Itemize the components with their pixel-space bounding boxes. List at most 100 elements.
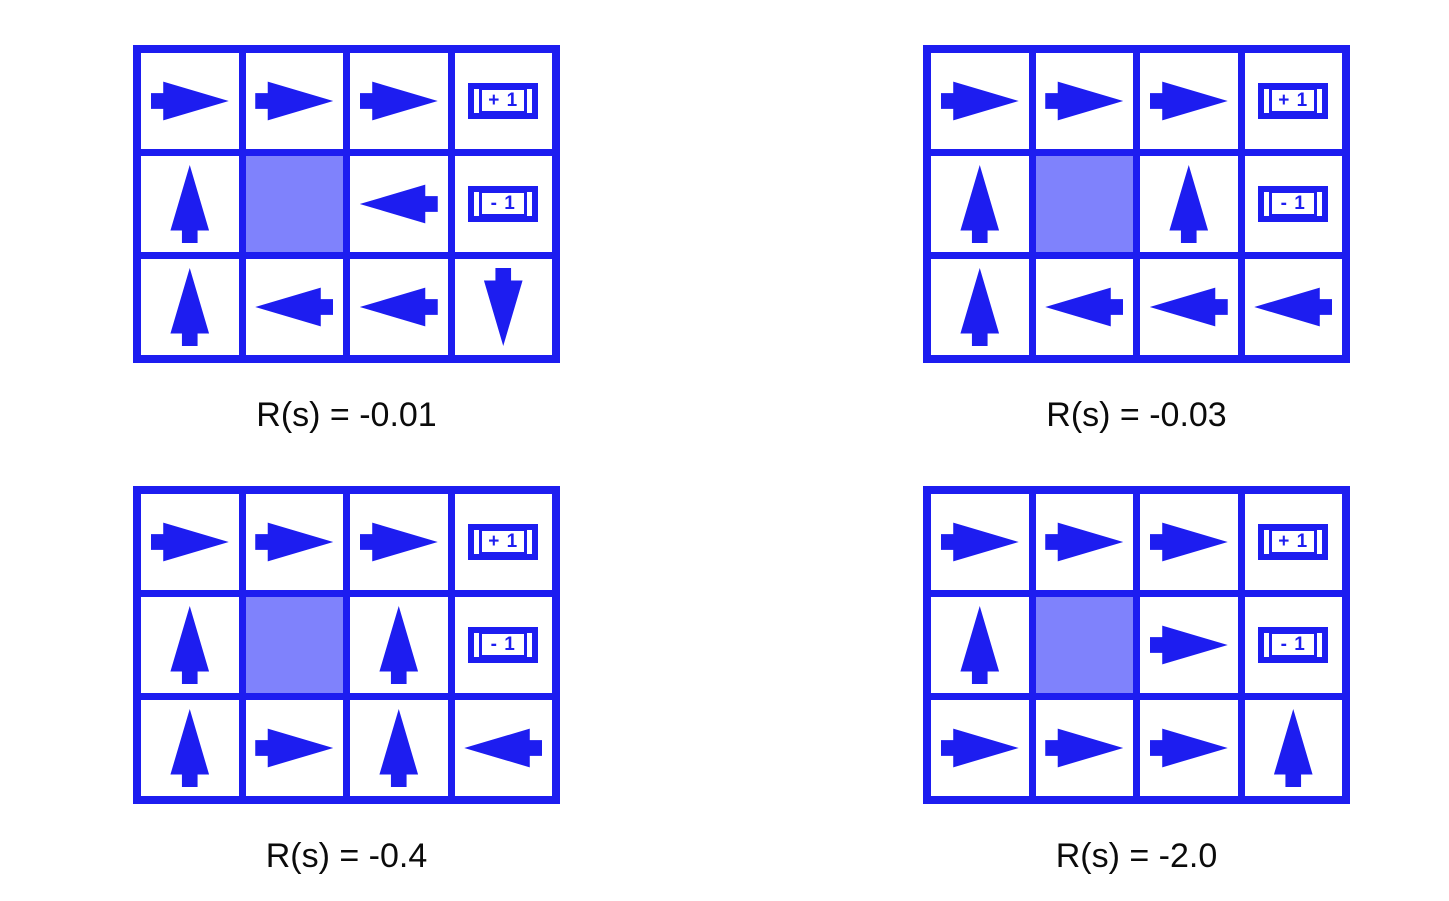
arrow-right-icon (150, 81, 229, 121)
arrow-left-icon (1254, 287, 1333, 327)
arrow-right-icon (1045, 522, 1124, 562)
grid-cell-r0-c2 (1140, 494, 1238, 590)
grid-cell-r0-c2 (1140, 53, 1238, 149)
arrow-right-icon (255, 522, 334, 562)
reward-positive-badge: + 1 (1258, 524, 1329, 560)
arrow-right-icon (940, 522, 1019, 562)
arrow-right-icon (1149, 728, 1228, 768)
grid-cell-r1-c2 (1140, 597, 1238, 693)
grid-cell-r2-c2 (350, 259, 448, 355)
badge-label: - 1 (1280, 634, 1306, 655)
arrow-up-icon (1273, 709, 1313, 787)
grid-cell-r2-c3 (1244, 700, 1342, 796)
badge-inner-frame: + 1 (479, 87, 528, 114)
grid-cell-r2-c3 (1244, 259, 1342, 355)
arrow-left-icon (464, 728, 543, 768)
grid-cell-r2-c2 (350, 700, 448, 796)
grid-cell-r0-c1 (245, 494, 343, 590)
grid-cell-r0-c2 (350, 494, 448, 590)
panel-caption-bottom-right: R(s) = -2.0 (1055, 837, 1218, 875)
badge-inner-frame: - 1 (479, 190, 528, 217)
panel-caption-bottom-left: R(s) = -0.4 (265, 837, 428, 875)
arrow-right-icon (150, 522, 229, 562)
gridworld-grid: + 1 - 1 (923, 45, 1350, 363)
arrow-right-icon (940, 728, 1019, 768)
grid-cell-r2-c0 (931, 259, 1029, 355)
grid-cell-r0-c1 (245, 53, 343, 149)
grid-cell-r2-c2 (1140, 259, 1238, 355)
badge-label: + 1 (1278, 531, 1309, 552)
badge-inner-frame: + 1 (1269, 528, 1318, 555)
grid-cell-r1-c2 (1140, 156, 1238, 252)
reward-negative-badge: - 1 (468, 186, 539, 222)
arrow-left-icon (255, 287, 334, 327)
grid-cell-r1-c2 (350, 156, 448, 252)
arrow-up-icon (170, 709, 210, 787)
grid-cell-r1-c0 (931, 156, 1029, 252)
arrow-left-icon (1149, 287, 1228, 327)
arrow-right-icon (1045, 81, 1124, 121)
arrow-right-icon (1149, 81, 1228, 121)
grid-cell-r0-c3: + 1 (454, 53, 552, 149)
grid-cell-r0-c3: + 1 (1244, 494, 1342, 590)
grid-cell-r2-c2 (1140, 700, 1238, 796)
reward-positive-badge: + 1 (468, 83, 539, 119)
arrow-up-icon (379, 709, 419, 787)
grid-cell-r0-c0 (141, 494, 239, 590)
gridworld-grid: + 1 - 1 (133, 486, 560, 804)
wall-block (245, 597, 343, 693)
grid-cell-r1-c0 (141, 156, 239, 252)
gridworld-grid: + 1 - 1 (133, 45, 560, 363)
arrow-right-icon (1045, 728, 1124, 768)
reward-positive-badge: + 1 (468, 524, 539, 560)
grid-cell-r0-c3: + 1 (1244, 53, 1342, 149)
reward-negative-badge: - 1 (1258, 186, 1329, 222)
arrow-left-icon (359, 287, 438, 327)
badge-label: - 1 (1280, 193, 1306, 214)
arrow-up-icon (170, 268, 210, 346)
badge-inner-frame: + 1 (1269, 87, 1318, 114)
grid-cell-r2-c1 (1035, 700, 1133, 796)
grid-cell-r2-c1 (1035, 259, 1133, 355)
grid-cell-r1-c0 (931, 597, 1029, 693)
badge-inner-frame: - 1 (1269, 631, 1318, 658)
grid-cell-r2-c3 (454, 700, 552, 796)
grid-cell-r2-c1 (245, 259, 343, 355)
arrow-up-icon (170, 606, 210, 684)
policy-panel-top-left: + 1 - 1 (133, 45, 560, 363)
arrow-up-icon (1169, 165, 1209, 243)
grid-cell-r0-c1 (1035, 494, 1133, 590)
arrow-up-icon (170, 165, 210, 243)
grid-cell-r1-c3: - 1 (454, 597, 552, 693)
wall-block (1035, 597, 1133, 693)
grid-cell-r2-c0 (141, 259, 239, 355)
grid-cell-r0-c0 (931, 53, 1029, 149)
arrow-up-icon (960, 606, 1000, 684)
policy-panel-bottom-left: + 1 - 1 (133, 486, 560, 804)
grid-cell-r1-c3: - 1 (1244, 156, 1342, 252)
badge-label: + 1 (1278, 90, 1309, 111)
badge-label: - 1 (490, 634, 516, 655)
badge-inner-frame: + 1 (479, 528, 528, 555)
arrow-down-icon (483, 268, 523, 346)
arrow-up-icon (960, 165, 1000, 243)
grid-cell-r1-c3: - 1 (454, 156, 552, 252)
panel-caption-top-right: R(s) = -0.03 (1046, 396, 1227, 434)
arrow-up-icon (960, 268, 1000, 346)
grid-cell-r2-c3 (454, 259, 552, 355)
reward-positive-badge: + 1 (1258, 83, 1329, 119)
grid-cell-r0-c2 (350, 53, 448, 149)
wall-block (245, 156, 343, 252)
badge-label: + 1 (488, 531, 519, 552)
grid-cell-r2-c0 (931, 700, 1029, 796)
grid-cell-r1-c0 (141, 597, 239, 693)
grid-cell-r0-c0 (931, 494, 1029, 590)
panel-caption-top-left: R(s) = -0.01 (256, 396, 437, 434)
arrow-right-icon (359, 522, 438, 562)
grid-cell-r2-c0 (141, 700, 239, 796)
badge-label: - 1 (490, 193, 516, 214)
arrow-right-icon (940, 81, 1019, 121)
grid-cell-r0-c3: + 1 (454, 494, 552, 590)
policy-panel-bottom-right: + 1 - 1 (923, 486, 1350, 804)
